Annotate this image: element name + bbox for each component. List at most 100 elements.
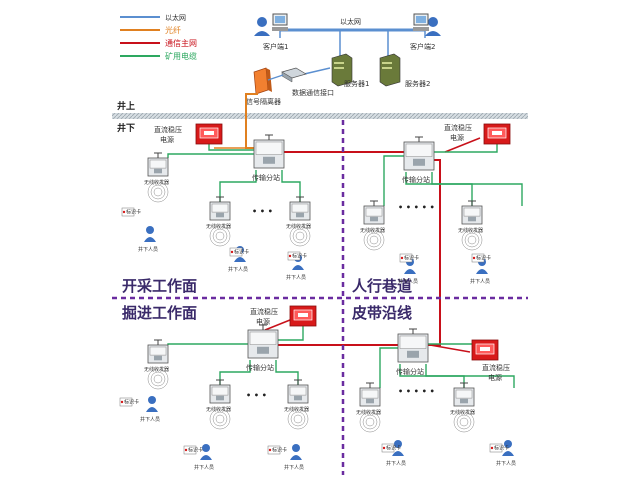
mine-cable (275, 360, 299, 385)
dc-power-supply-icon (483, 123, 511, 145)
id-tag-label: 标识卡 (476, 255, 491, 262)
wireless-wave-icon (453, 411, 475, 433)
transmission-station-icon (253, 134, 285, 169)
transmission-station-label: 传输分站 (246, 363, 274, 372)
mine-cable (431, 172, 523, 206)
power-supply-label-line2: 电源 (488, 373, 502, 382)
miner-icon (502, 440, 514, 456)
zone-heading-face: 掘进工作面 (122, 304, 197, 322)
mine-cable (379, 347, 398, 388)
wireless-transceiver-icon (461, 200, 483, 225)
dc-power-supply-icon (471, 339, 499, 361)
signal-isolator-label: 信号隔离器 (246, 97, 281, 106)
server-1-label: 服务器1 (344, 79, 369, 88)
wireless-transceiver-icon (359, 382, 381, 407)
id-tag-label: 标识卡 (124, 399, 139, 406)
id-tag-icon: 标识卡 (119, 397, 139, 407)
power-supply-label-line2: 电源 (450, 133, 464, 142)
wireless-wave-icon (209, 408, 231, 430)
more-devices-ellipsis: • • • • • (398, 203, 435, 212)
personnel-label: 井下人员 (228, 266, 248, 273)
wireless-transceiver-label: 无线收发器 (206, 223, 231, 230)
more-devices-ellipsis: • • • (246, 391, 267, 400)
more-devices-ellipsis: • • • (252, 207, 273, 216)
dc-power-supply-icon (289, 305, 317, 327)
wireless-transceiver-icon (147, 152, 169, 177)
ground-strip (112, 113, 528, 119)
id-tag-label: 标识卡 (494, 445, 509, 452)
legend-ethernet-label: 以太网 (165, 13, 186, 22)
data-interface-label: 数据通信接口 (292, 88, 334, 97)
personnel-label: 井下人员 (470, 278, 490, 285)
id-tag-icon: 标识卡 (287, 251, 307, 261)
id-tag-icon: 标识卡 (183, 445, 203, 455)
personnel-label: 井下人员 (140, 416, 160, 423)
miner-icon (392, 440, 404, 456)
wireless-wave-icon (209, 225, 231, 247)
wireless-wave-icon (461, 229, 483, 251)
transmission-station-label: 传输分站 (252, 173, 280, 182)
id-tag-icon: 标识卡 (267, 445, 287, 455)
wireless-transceiver-label: 无线收发器 (206, 406, 231, 413)
device-layer: 传输分站直流稳压电源无线收发器无线收发器无线收发器• • •井下人员井下人员井下… (119, 123, 523, 471)
zone-belt-line: 皮带沿线 (352, 304, 412, 322)
id-tag-icon: 标识卡 (229, 247, 249, 257)
transmission-station-label: 传输分站 (396, 367, 424, 376)
client-2-icon (413, 13, 441, 36)
miner-icon (200, 444, 212, 460)
personnel-label: 井下人员 (286, 274, 306, 281)
zone-pedestrian-road: 人行巷道 (352, 277, 412, 295)
wireless-transceiver-icon (363, 200, 385, 225)
wireless-transceiver-label: 无线收发器 (286, 223, 311, 230)
more-devices-ellipsis: • • • • • (398, 387, 435, 396)
id-tag-icon: 标识卡 (381, 443, 401, 453)
mine-cable (219, 360, 251, 385)
isolator-to-interface (267, 74, 284, 81)
power-supply-label-line1: 直流稳压 (154, 125, 182, 134)
id-tag-icon: 标识卡 (489, 443, 509, 453)
miner-icon (290, 444, 302, 460)
id-tag-label: 标识卡 (404, 255, 419, 262)
id-tag-icon: 标识卡 (121, 207, 141, 217)
wireless-transceiver-icon (147, 339, 169, 364)
wireless-wave-icon (363, 229, 385, 251)
wireless-transceiver-label: 无线收发器 (284, 406, 309, 413)
power-supply-label-line1: 直流稳压 (482, 363, 510, 372)
personnel-label: 井下人员 (398, 278, 418, 285)
mine-cable (278, 326, 304, 341)
power-supply-label-line2: 电源 (256, 317, 270, 326)
wireless-transceiver-icon (287, 379, 309, 404)
wireless-wave-icon (147, 368, 169, 390)
wireless-transceiver-label: 无线收发器 (458, 227, 483, 234)
wireless-transceiver-icon (453, 382, 475, 407)
id-tag-label: 标识卡 (234, 249, 249, 256)
id-tag-label: 标识卡 (272, 447, 287, 454)
ethernet-backbone-label: 以太网 (340, 17, 361, 26)
id-tag-label: 标识卡 (188, 447, 203, 454)
data-interface-icon (281, 67, 307, 83)
id-tag-icon: 标识卡 (399, 253, 419, 263)
wireless-wave-icon (359, 411, 381, 433)
wireless-wave-icon (287, 408, 309, 430)
server-2-label: 服务器2 (405, 79, 430, 88)
power-supply-label-line2: 电源 (160, 135, 174, 144)
surface-label: 井上 (117, 100, 135, 112)
zone-mining-face: 开采工作面 (122, 277, 197, 295)
client-1-icon (254, 13, 288, 36)
id-tag-icon: 标识卡 (471, 253, 491, 263)
surface-network: 以太网 客户端1 客户端2 服务器1 (246, 13, 441, 106)
transmission-station-icon (397, 328, 429, 363)
personnel-label: 井下人员 (138, 246, 158, 253)
wireless-transceiver-icon (209, 379, 231, 404)
wireless-wave-icon (147, 181, 169, 203)
power-supply-label-line1: 直流稳压 (444, 123, 472, 132)
transmission-station-icon (247, 324, 279, 359)
legend-cable-label: 矿用电缆 (165, 51, 197, 61)
personnel-label: 井下人员 (386, 460, 406, 467)
miner-icon (144, 226, 156, 242)
wireless-transceiver-label: 无线收发器 (144, 366, 169, 373)
client-1-label: 客户端1 (263, 42, 288, 51)
mine-cable (383, 155, 404, 206)
dc-power-supply-icon (195, 123, 223, 145)
wireless-transceiver-label: 无线收发器 (144, 179, 169, 186)
